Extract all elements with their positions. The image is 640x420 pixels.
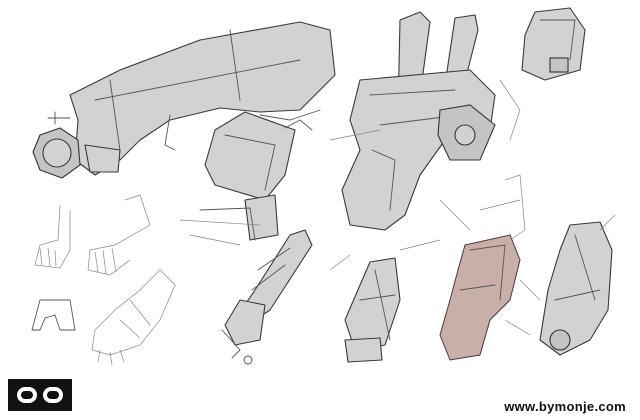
logo-ring-right <box>43 387 63 403</box>
large-cannon-sketch <box>32 21 336 179</box>
studio-logo <box>8 379 72 411</box>
magazine-sketch <box>179 111 313 246</box>
top-right-part-sketch <box>521 7 586 81</box>
watermark-url: www.bymonje.com <box>504 399 626 414</box>
logo-ring-left <box>17 387 37 403</box>
right-armor-part-sketch <box>539 214 616 356</box>
rifle-arm-sketch <box>221 229 313 365</box>
gun-block-sketch <box>329 239 441 363</box>
arm-sketch <box>91 269 176 366</box>
hand-sketches <box>31 194 151 331</box>
twin-barrel-cannon-sketch <box>329 11 521 231</box>
tan-rifle-sketch <box>439 174 541 361</box>
